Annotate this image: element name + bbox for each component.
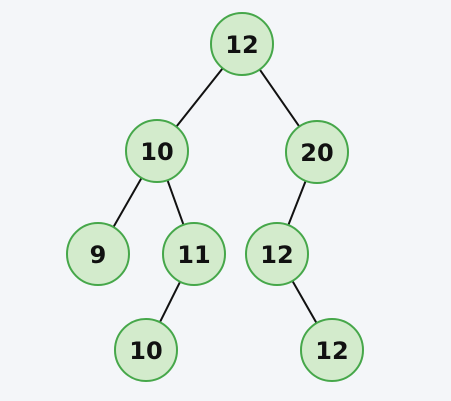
tree-node: 9 xyxy=(66,222,130,286)
node-circle xyxy=(66,222,130,286)
tree-edge xyxy=(158,280,182,324)
tree-node: 12 xyxy=(245,222,309,286)
tree-edge xyxy=(291,279,318,325)
node-circle xyxy=(285,120,349,184)
tree-node: 10 xyxy=(114,318,178,382)
tree-node: 20 xyxy=(285,120,349,184)
tree-node: 12 xyxy=(300,318,364,382)
nodes-layer: 12 10 20 9 11 12 xyxy=(66,12,364,382)
node-label: 9 xyxy=(90,241,107,269)
tree-edge xyxy=(175,67,224,128)
tree-node: 12 xyxy=(210,12,274,76)
node-label: 20 xyxy=(300,139,333,167)
node-circle xyxy=(245,222,309,286)
node-label: 12 xyxy=(225,31,258,59)
tree-edge xyxy=(258,68,301,128)
tree-edge xyxy=(287,179,307,227)
node-circle xyxy=(114,318,178,382)
node-circle xyxy=(300,318,364,382)
node-label: 12 xyxy=(260,241,293,269)
tree-edge xyxy=(166,179,185,226)
tree-edge xyxy=(112,176,143,229)
node-circle xyxy=(210,12,274,76)
edges-layer xyxy=(112,67,318,325)
node-circle xyxy=(125,119,189,183)
node-label: 10 xyxy=(129,337,162,365)
node-label: 12 xyxy=(315,337,348,365)
tree-node: 11 xyxy=(162,222,226,286)
node-circle xyxy=(162,222,226,286)
node-label: 10 xyxy=(140,138,173,166)
node-label: 11 xyxy=(177,241,210,269)
tree-node: 10 xyxy=(125,119,189,183)
